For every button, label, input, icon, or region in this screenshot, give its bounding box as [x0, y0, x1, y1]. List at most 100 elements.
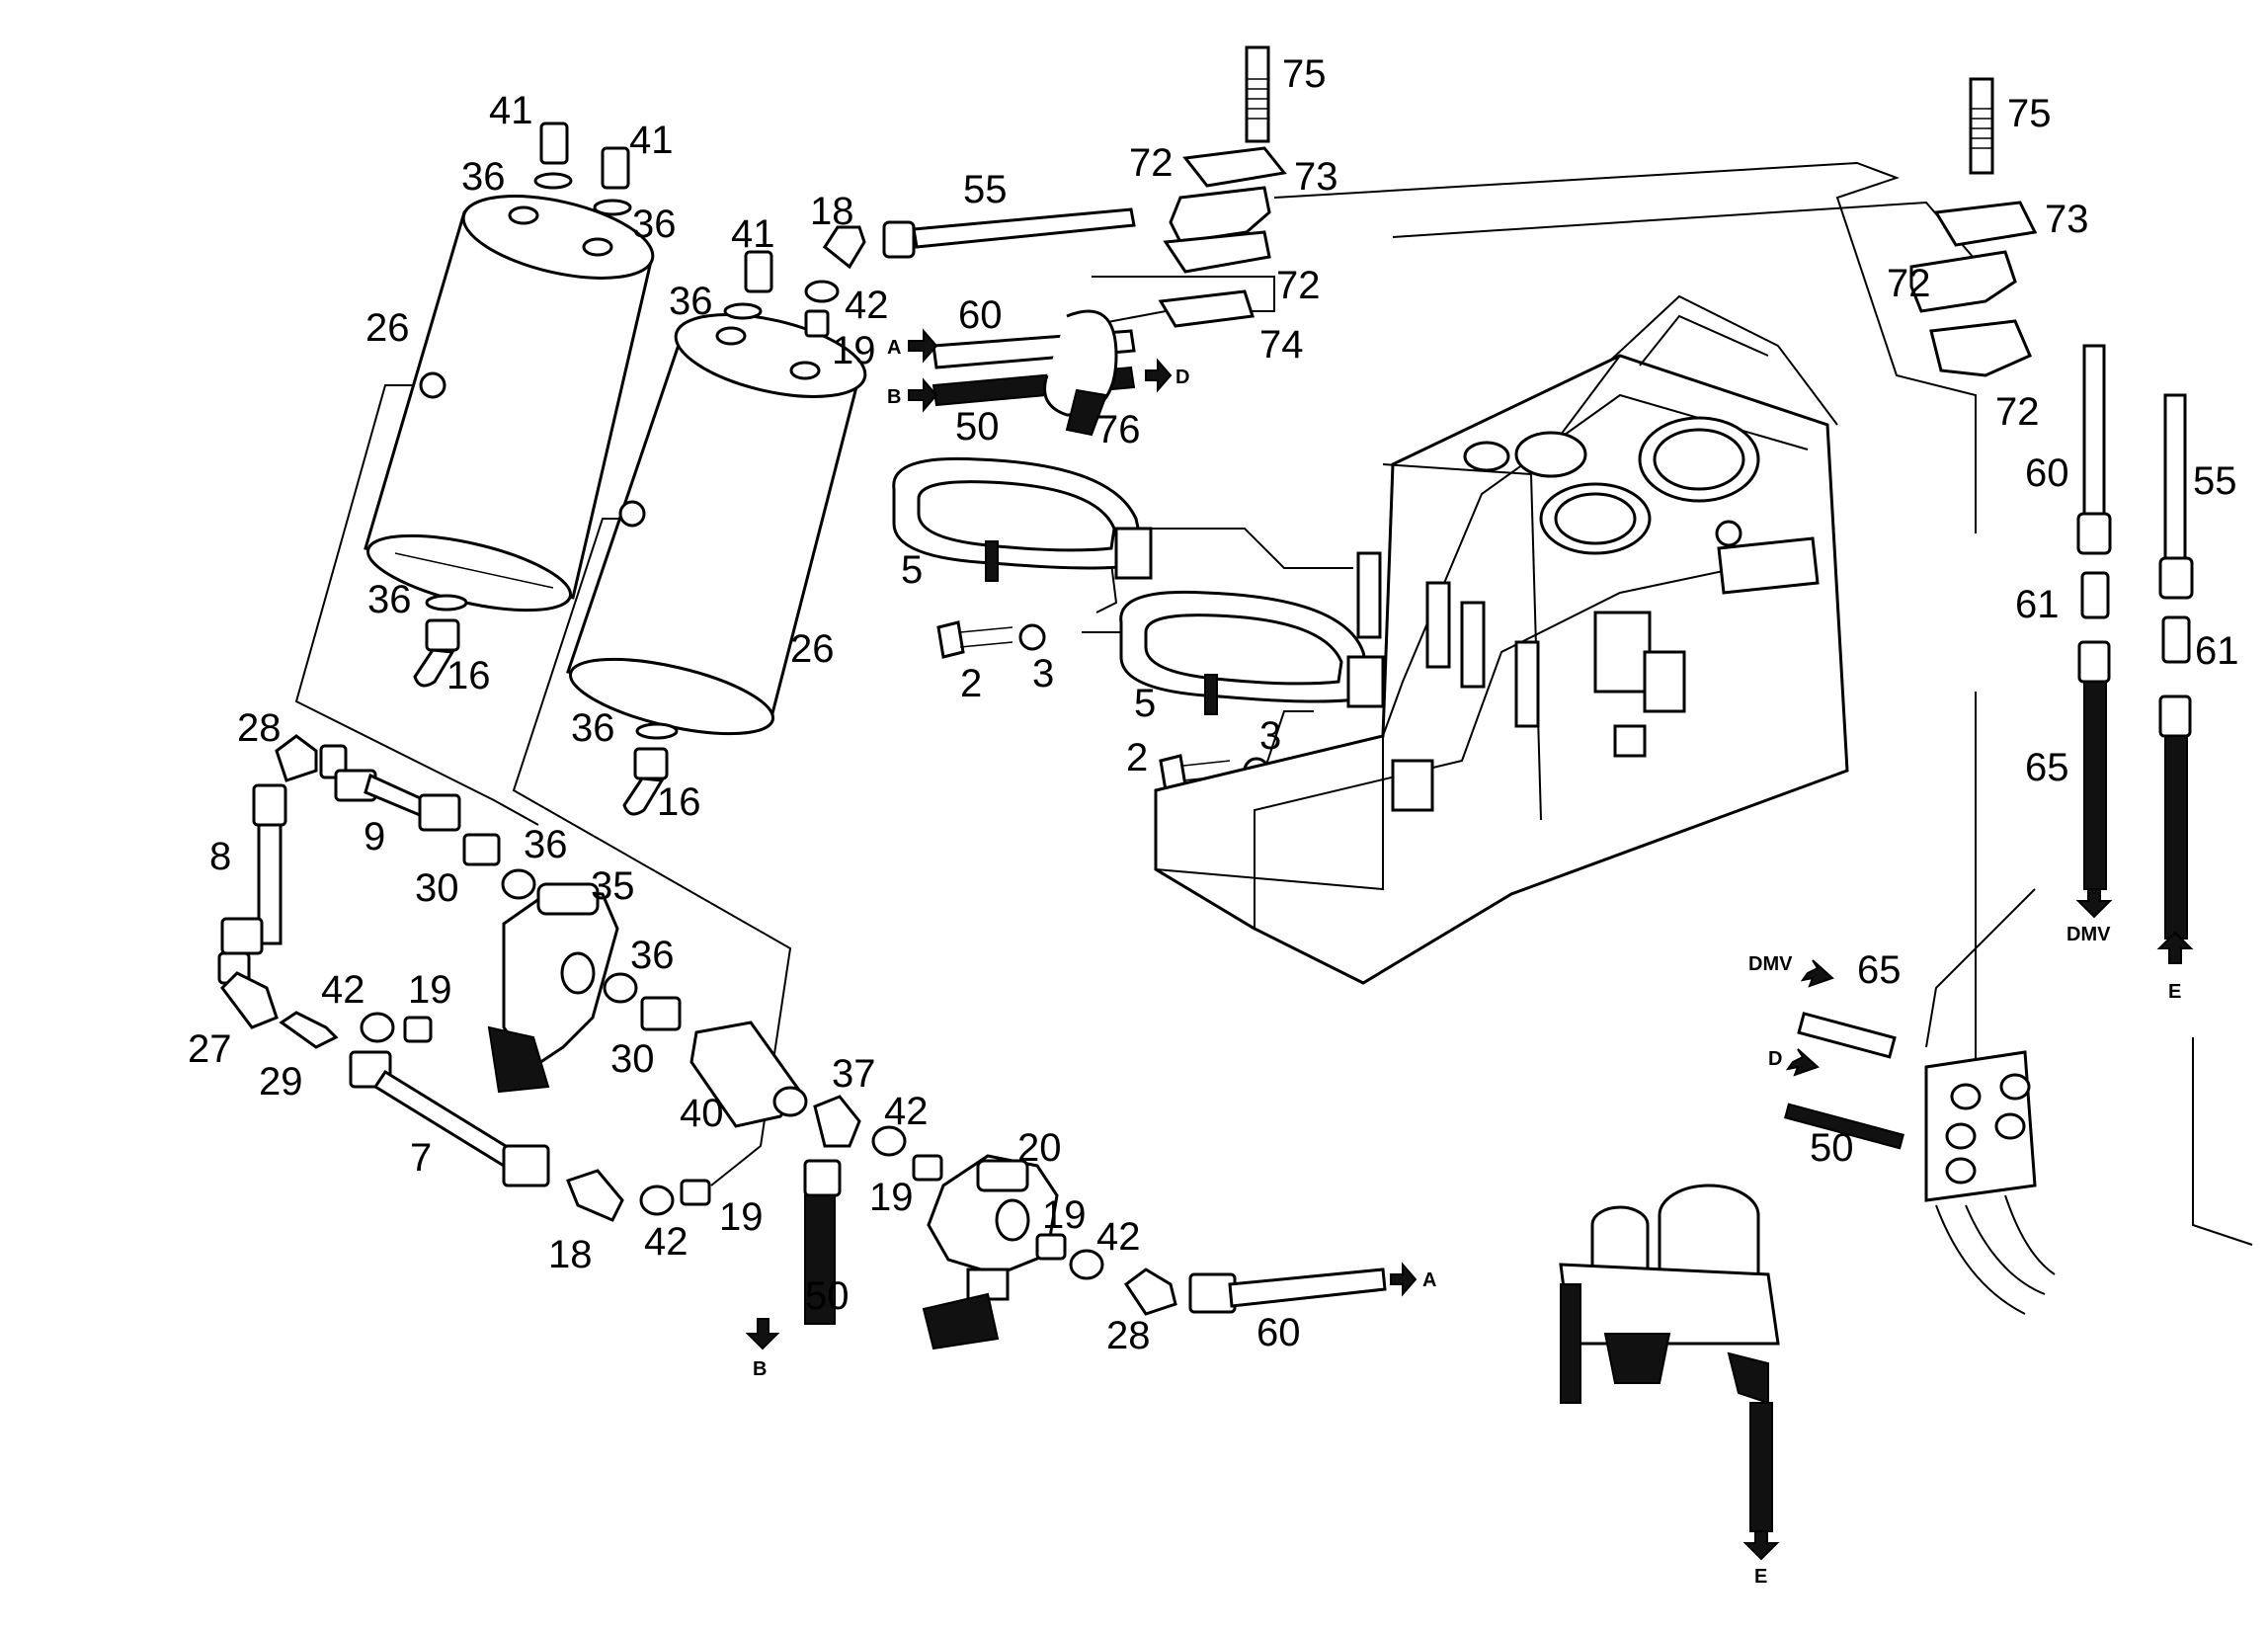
label-42: 42: [1096, 1215, 1141, 1259]
label-61: 61: [2015, 583, 2060, 626]
label-75: 75: [1282, 52, 1327, 96]
label-36: 36: [630, 934, 675, 977]
valve-assembly: [1559, 1012, 2056, 1532]
label-42: 42: [321, 968, 365, 1012]
label-42: 42: [884, 1090, 929, 1133]
arrow-dmv-down: [2075, 888, 2113, 919]
pipe-clamp-left: [1158, 45, 1287, 328]
top-pipes: [912, 207, 1136, 437]
label-42: 42: [845, 284, 889, 327]
label-3: 3: [1032, 652, 1054, 695]
letter-d: D: [1768, 1048, 1782, 1070]
label-65: 65: [2025, 746, 2069, 789]
flow-arrows: [745, 328, 2194, 1561]
arrow-a-bottom: [1390, 1262, 1418, 1297]
label-5: 5: [1134, 682, 1156, 725]
air-tank-right: [566, 313, 867, 736]
air-filter: [689, 1021, 808, 1128]
label-26: 26: [365, 306, 410, 350]
label-55: 55: [2193, 459, 2237, 503]
label-72: 72: [1276, 264, 1321, 307]
label-27: 27: [188, 1027, 232, 1071]
label-37: 37: [832, 1052, 876, 1096]
label-60: 60: [2025, 451, 2069, 495]
letter-e: E: [2168, 981, 2181, 1003]
air-tank-left: [364, 195, 655, 613]
label-2: 2: [960, 662, 982, 705]
upper-fittings: [804, 220, 916, 338]
label-2: 2: [1126, 736, 1148, 779]
part-labels: 41 41 41 36 36 36 36 36 36 36 26 26 16 1…: [188, 52, 2239, 1357]
label-35: 35: [591, 864, 635, 908]
label-72: 72: [1129, 141, 1174, 185]
label-20: 20: [1017, 1126, 1062, 1170]
letter-e: E: [1754, 1566, 1767, 1588]
arrow-b-bottom: [745, 1318, 780, 1350]
label-16: 16: [446, 654, 491, 697]
arrow-dmv-in: [1800, 959, 1834, 988]
label-26: 26: [790, 627, 835, 671]
label-28: 28: [237, 706, 282, 750]
label-36: 36: [632, 203, 677, 246]
label-36: 36: [669, 280, 713, 323]
label-61: 61: [2195, 629, 2239, 673]
arrow-e-down: [1742, 1530, 1780, 1561]
label-7: 7: [410, 1136, 432, 1180]
label-19: 19: [869, 1176, 914, 1219]
letter-dmv: DMV: [1748, 953, 1793, 975]
label-60: 60: [958, 293, 1003, 337]
arrow-e-up: [2156, 931, 2194, 964]
label-28: 28: [1106, 1314, 1151, 1357]
label-19: 19: [1042, 1193, 1087, 1237]
plumbing-left: [217, 734, 711, 1222]
label-36: 36: [571, 706, 615, 750]
label-50: 50: [1810, 1126, 1854, 1170]
pressure-valve: [922, 1154, 1387, 1350]
label-41: 41: [489, 89, 533, 132]
label-40: 40: [680, 1092, 724, 1135]
label-72: 72: [1887, 262, 1931, 305]
arrow-b-top: [908, 377, 938, 413]
pipe-clamp-right: [1909, 77, 2038, 377]
label-8: 8: [209, 835, 231, 878]
connection-letters: A B D B A DMV DMV D E E: [753, 337, 2181, 1588]
label-18: 18: [548, 1233, 593, 1276]
vehicle-chassis: [1154, 294, 1849, 985]
label-42: 42: [644, 1220, 688, 1264]
label-29: 29: [259, 1060, 303, 1104]
label-72: 72: [1995, 390, 2040, 434]
letter-d: D: [1175, 367, 1189, 388]
label-41: 41: [731, 212, 775, 256]
label-19: 19: [719, 1195, 764, 1239]
label-75: 75: [2007, 92, 2052, 135]
label-19: 19: [832, 329, 876, 372]
tank-fittings: [413, 122, 773, 816]
label-41: 41: [629, 119, 674, 162]
middle-fittings: [603, 972, 682, 1031]
label-18: 18: [810, 190, 854, 233]
arrow-a-top: [908, 328, 938, 364]
label-36: 36: [461, 155, 506, 199]
letter-b: B: [753, 1358, 767, 1380]
tank-strap-upper: [892, 456, 1153, 582]
label-30: 30: [415, 866, 459, 910]
letter-b: B: [887, 386, 901, 408]
label-5: 5: [901, 548, 923, 592]
label-16: 16: [657, 780, 701, 824]
letter-a: A: [1422, 1269, 1436, 1291]
label-55: 55: [963, 168, 1008, 211]
label-19: 19: [408, 968, 452, 1012]
label-73: 73: [1294, 155, 1338, 199]
tee-fitting: [803, 1095, 943, 1325]
label-36: 36: [524, 823, 568, 866]
label-76: 76: [1096, 408, 1141, 451]
right-pipes: [2076, 344, 2194, 940]
letter-dmv: DMV: [2066, 924, 2111, 945]
arrow-d-in: [1785, 1048, 1820, 1077]
pressure-regulator: [487, 882, 619, 1094]
label-50: 50: [955, 405, 1000, 449]
letter-a: A: [887, 337, 901, 359]
arrow-d-top: [1145, 358, 1173, 393]
label-9: 9: [364, 815, 385, 859]
